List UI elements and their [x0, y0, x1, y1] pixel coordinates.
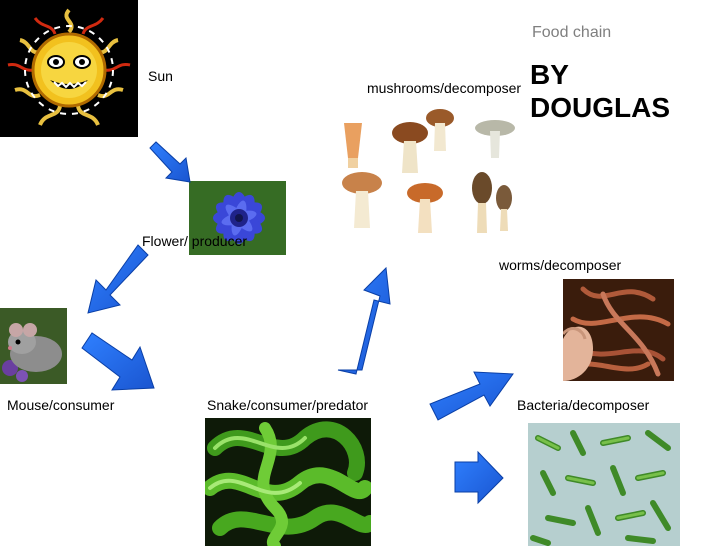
snake-label: Snake/consumer/predator — [207, 397, 369, 413]
worms-picture — [563, 279, 674, 381]
snake-picture — [205, 418, 371, 546]
flower-picture — [189, 181, 286, 255]
arrow-mouse-to-snake — [81, 332, 155, 391]
bacteria-picture — [528, 423, 680, 546]
mushrooms-picture — [332, 103, 522, 248]
arrow-snake-to-mushrooms — [337, 266, 391, 375]
arrow-snake-to-worms — [429, 371, 514, 421]
mouse-label: Mouse/consumer — [7, 397, 115, 413]
mushrooms-label: mushrooms/decomposer — [367, 80, 522, 96]
slide-title: BY DOUGLAS — [530, 59, 670, 123]
worms-label: worms/decomposer — [499, 257, 622, 273]
flower-label: Flower/ producer — [142, 233, 248, 249]
arrow-flower-to-mouse — [87, 244, 149, 314]
arrow-sun-to-flower — [149, 141, 191, 183]
sun-label: Sun — [148, 68, 173, 84]
arrow-snake-to-bacteria — [454, 450, 504, 505]
slide-subtitle: Food chain — [532, 24, 612, 41]
bacteria-label: Bacteria/decomposer — [517, 397, 650, 413]
sun-picture — [0, 0, 138, 137]
mouse-picture — [0, 308, 67, 384]
